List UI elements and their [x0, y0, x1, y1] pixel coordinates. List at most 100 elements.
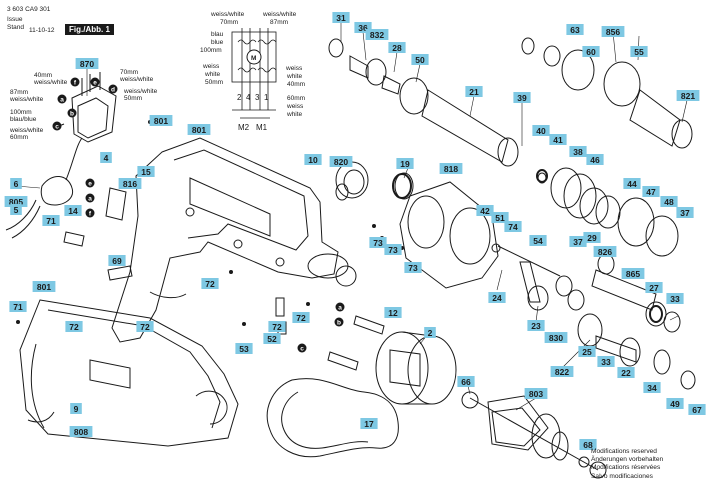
callout-number: 821 — [681, 91, 695, 101]
callout-number: 801 — [37, 282, 51, 292]
callout-42: 42 — [476, 205, 494, 216]
cord-right-3: 50mm — [124, 95, 142, 102]
callout-number: 23 — [531, 321, 541, 331]
callout-803: 803 — [524, 388, 548, 399]
callout-box — [666, 293, 684, 304]
callout-865: 865 — [621, 268, 645, 279]
callout-box — [457, 376, 475, 387]
callout-box — [660, 196, 678, 207]
cord-left-0: 40mm — [34, 72, 52, 79]
modifications-notice: Modifications reserved Änderungen vorbeh… — [591, 448, 663, 481]
callout-box — [476, 205, 494, 216]
terminal-1: 1 — [264, 93, 269, 102]
terminal-3: 3 — [255, 93, 260, 102]
callout-box — [187, 124, 211, 135]
callout-number: 37 — [573, 237, 583, 247]
callout-number: 72 — [272, 322, 282, 332]
cord-left-2: 87mm — [10, 89, 28, 96]
callout-number: 34 — [647, 383, 657, 393]
callout-6: 6 — [10, 178, 22, 189]
callout-layer: 8704680558018018161514716972728017198081… — [4, 12, 706, 450]
wire-right-mid-2: 40mm — [287, 81, 305, 88]
letter-marker-disc — [335, 302, 345, 312]
issue-label: Issue — [7, 16, 23, 23]
callout-box — [676, 90, 700, 101]
wire-left-mid-0: blau — [211, 31, 224, 38]
callout-box — [388, 42, 406, 53]
callout-box — [617, 367, 635, 378]
letter-marker-disc — [90, 77, 100, 87]
callout-73: 73 — [369, 237, 387, 248]
callout-box — [645, 282, 663, 293]
cord-left-7: 60mm — [10, 134, 28, 141]
callout-805: 805 — [4, 196, 28, 207]
callout-box — [65, 321, 83, 332]
callout-number: 54 — [533, 236, 543, 246]
callout-box — [32, 281, 56, 292]
callout-box — [396, 158, 414, 169]
callout-box — [332, 12, 350, 23]
callout-box — [411, 54, 429, 65]
callout-801: 801 — [187, 124, 211, 135]
issue-date: 11-10-12 — [29, 27, 55, 34]
callout-number: 71 — [46, 216, 56, 226]
callout-number: 49 — [670, 399, 680, 409]
callout-820: 820 — [329, 156, 353, 167]
callout-box — [235, 343, 253, 354]
callout-number: 37 — [680, 208, 690, 218]
motor-m1: M1 — [256, 123, 268, 132]
letter-marker-disc — [85, 208, 95, 218]
callout-number: 816 — [123, 179, 137, 189]
callout-number: 67 — [692, 405, 702, 415]
callout-number: 6 — [14, 179, 19, 189]
callout-number: 33 — [670, 294, 680, 304]
callout-number: 2 — [428, 328, 433, 338]
callout-number: 808 — [74, 427, 88, 437]
callout-71: 71 — [9, 301, 27, 312]
letter-marker-e: e — [90, 77, 100, 87]
callout-number: 801 — [192, 125, 206, 135]
callout-number: 17 — [364, 419, 374, 429]
callout-801: 801 — [32, 281, 56, 292]
callout-box — [544, 332, 568, 343]
letter-marker-c: c — [52, 121, 62, 131]
letter-marker-disc — [52, 121, 62, 131]
letter-marker-disc — [108, 84, 118, 94]
callout-box — [666, 398, 684, 409]
cord-left-4: 100mm — [10, 109, 32, 116]
letter-marker-text: b — [70, 111, 74, 118]
callout-801: 801 — [149, 115, 173, 126]
callout-number: 14 — [68, 206, 78, 216]
callout-box — [586, 154, 604, 165]
letter-marker-disc — [85, 178, 95, 188]
callout-29: 29 — [583, 232, 601, 243]
letter-marker-text: d — [111, 87, 115, 94]
fan-ring — [335, 161, 369, 201]
callout-number: 51 — [495, 213, 505, 223]
wire-top-left-color: weiss/white — [210, 11, 245, 18]
callout-number: 72 — [140, 322, 150, 332]
wire-right-low-1: weiss — [286, 103, 304, 110]
callout-box — [527, 320, 545, 331]
callout-number: 68 — [583, 440, 593, 450]
callout-box — [201, 278, 219, 289]
callout-68: 68 — [579, 439, 597, 450]
motor-field-box — [231, 31, 277, 83]
callout-box — [550, 366, 574, 377]
callout-number: 73 — [388, 245, 398, 255]
wire-right-low-2: white — [286, 111, 303, 118]
callout-box — [304, 154, 322, 165]
callout-number: 28 — [392, 43, 402, 53]
callout-box — [524, 388, 548, 399]
callout-box — [70, 403, 82, 414]
callout-72: 72 — [292, 312, 310, 323]
callout-box — [601, 26, 625, 37]
wire-left-low-2: 50mm — [205, 79, 223, 86]
callout-4: 4 — [100, 152, 112, 163]
callout-number: 10 — [308, 155, 318, 165]
callout-14: 14 — [64, 205, 82, 216]
callout-72: 72 — [201, 278, 219, 289]
gear-housing — [394, 172, 561, 289]
callout-box — [597, 356, 615, 367]
callout-box — [137, 166, 155, 177]
